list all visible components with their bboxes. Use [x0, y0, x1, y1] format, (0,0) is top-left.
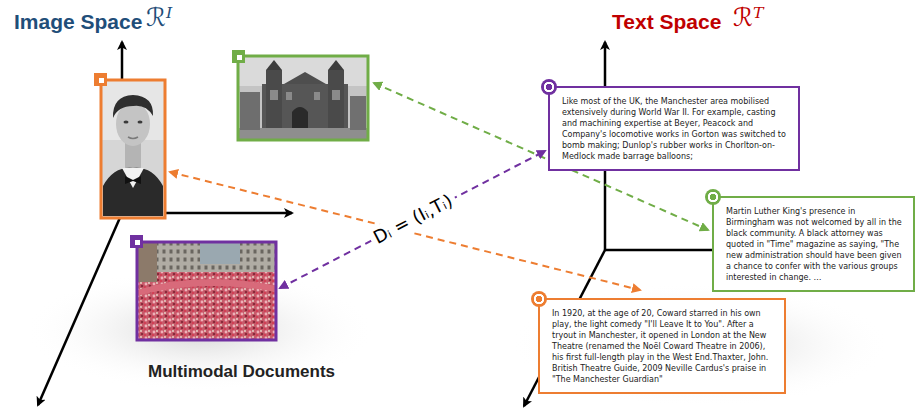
document-text: Martin Luther King's presence in Birming… [726, 206, 905, 283]
space-title: Image Space [14, 9, 142, 34]
document-text: In 1920, at the age of 20, Coward starre… [552, 308, 776, 385]
caption-label: Multimodal Documents [148, 362, 335, 382]
space-symbol: ℛᵀ [733, 3, 763, 33]
space-symbol: ℛᴵ [146, 3, 172, 33]
image-axes [38, 42, 292, 405]
crowd-image [130, 235, 276, 340]
space-title: Text Space [612, 9, 721, 34]
text-document-box: In 1920, at the age of 20, Coward starre… [538, 298, 786, 394]
portrait-image [94, 73, 165, 218]
corner-marker [705, 189, 721, 205]
text-document-box: Martin Luther King's presence in Birming… [712, 196, 915, 292]
corner-marker [531, 291, 547, 307]
document-text: Like most of the UK, the Manchester area… [562, 96, 790, 162]
building-image [232, 50, 368, 140]
corner-marker [541, 79, 557, 95]
document-formula: Dᵢ = (Iᵢ,Tᵢ) [366, 188, 460, 250]
text-document-box: Like most of the UK, the Manchester area… [548, 86, 800, 171]
